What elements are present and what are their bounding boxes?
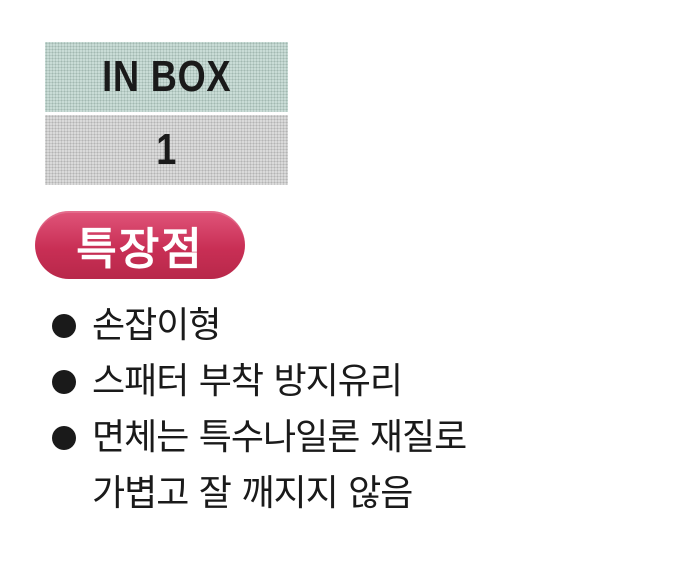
feature-item: 면체는 특수나일론 재질로 가볍고 잘 깨지지 않음	[50, 410, 670, 522]
in-box-count: 1	[156, 125, 177, 174]
bullet-icon	[52, 314, 76, 338]
in-box-table: IN BOX 1	[45, 42, 288, 185]
features-list: 손잡이형 스패터 부착 방지유리 면체는 특수나일론 재질로 가볍고 잘 깨지지…	[50, 298, 670, 522]
feature-text: 면체는 특수나일론 재질로	[92, 417, 467, 458]
feature-item: 스패터 부착 방지유리	[50, 354, 670, 410]
feature-text: 스패터 부착 방지유리	[92, 361, 403, 402]
in-box-divider	[45, 112, 288, 115]
features-badge: 특장점	[35, 211, 245, 279]
in-box-label-cell: IN BOX	[45, 42, 288, 112]
feature-text: 손잡이형	[92, 305, 221, 346]
in-box-count-cell: 1	[45, 115, 288, 185]
feature-text-continued: 가볍고 잘 깨지지 않음	[92, 473, 413, 514]
feature-item: 손잡이형	[50, 298, 670, 354]
in-box-label: IN BOX	[101, 52, 232, 101]
features-badge-label: 특장점	[76, 224, 204, 275]
bullet-icon	[52, 426, 76, 450]
bullet-icon	[52, 370, 76, 394]
